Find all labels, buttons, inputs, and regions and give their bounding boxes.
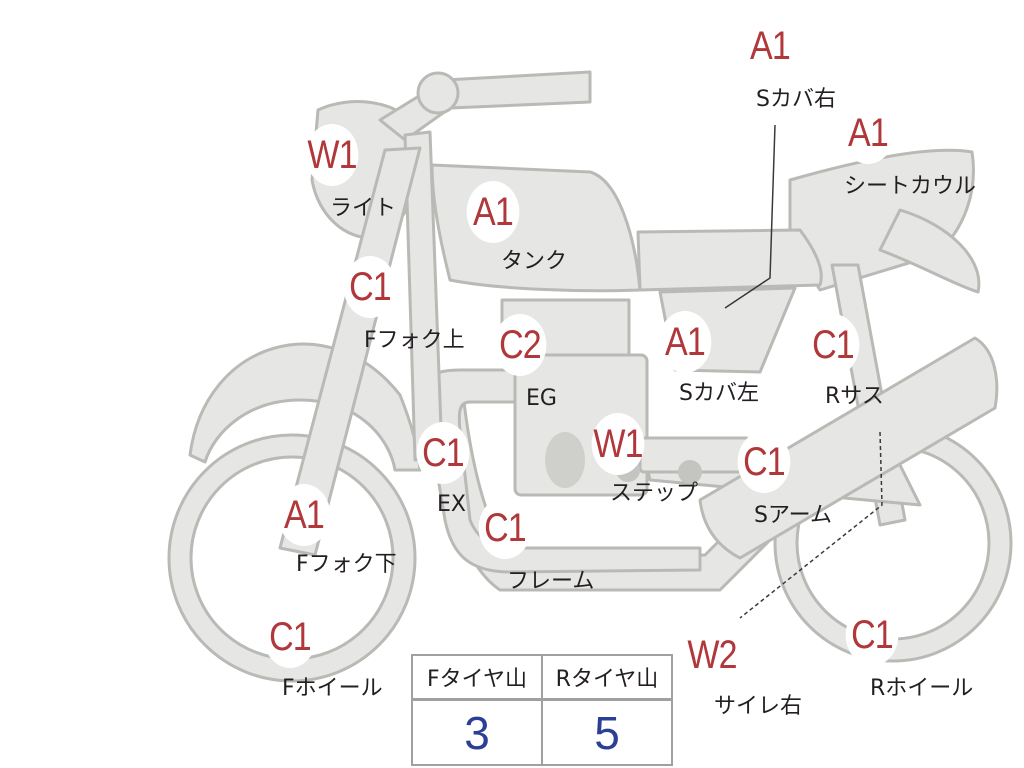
- handlebar-shape: [378, 70, 592, 142]
- marker-label: Fフォク上: [364, 328, 465, 353]
- marker-label: シートカウル: [844, 174, 977, 199]
- marker-code: A1: [841, 102, 895, 164]
- muffler-shape: [698, 336, 999, 560]
- marker-code: W2: [685, 624, 739, 686]
- front-wheel-shape: [169, 435, 415, 681]
- leader-line-muffler-right: [739, 431, 883, 619]
- tire-tread-table: Fタイヤ山 Rタイヤ山 3 5: [411, 654, 673, 766]
- marker-code: C2: [493, 314, 547, 376]
- seat-shape: [636, 228, 823, 292]
- rear-tire-value: 5: [541, 698, 673, 766]
- marker-code: C1: [806, 314, 860, 376]
- marker-label: Fホイール: [282, 676, 383, 701]
- marker-code: C1: [845, 604, 899, 666]
- marker-label: ライト: [330, 196, 397, 221]
- front-fork-front-shape: [278, 146, 422, 557]
- marker-label: Sカバ左: [679, 381, 759, 406]
- front-tire-value: 3: [411, 698, 543, 766]
- marker-label: Rホイール: [870, 676, 974, 701]
- marker-label: Rサス: [825, 384, 884, 409]
- marker-code: A1: [277, 484, 331, 546]
- marker-code: C1: [263, 606, 317, 668]
- leader-line-s-cover-right: [724, 124, 776, 309]
- marker-code: C1: [737, 431, 791, 493]
- marker-label: サイレ右: [714, 694, 803, 719]
- marker-code: A1: [743, 15, 797, 77]
- marker-code: C1: [416, 422, 470, 484]
- front-tire-header: Fタイヤ山: [411, 654, 543, 701]
- marker-code: A1: [658, 311, 712, 373]
- marker-label: フレーム: [507, 569, 595, 594]
- marker-code: C1: [343, 256, 397, 318]
- marker-label: Fフォク下: [296, 552, 397, 577]
- marker-label: Sアーム: [754, 503, 832, 528]
- marker-code: C1: [478, 497, 532, 559]
- marker-label: Sカバ右: [756, 87, 836, 112]
- marker-label: EX: [437, 492, 466, 517]
- marker-label: EG: [526, 386, 557, 411]
- rear-tire-header: Rタイヤ山: [541, 654, 673, 701]
- exhaust-shape: [423, 368, 702, 574]
- marker-code: W1: [305, 124, 359, 186]
- marker-code: W1: [591, 413, 645, 475]
- marker-code: A1: [466, 181, 520, 243]
- marker-label: ステップ: [610, 481, 699, 506]
- marker-label: タンク: [501, 249, 568, 274]
